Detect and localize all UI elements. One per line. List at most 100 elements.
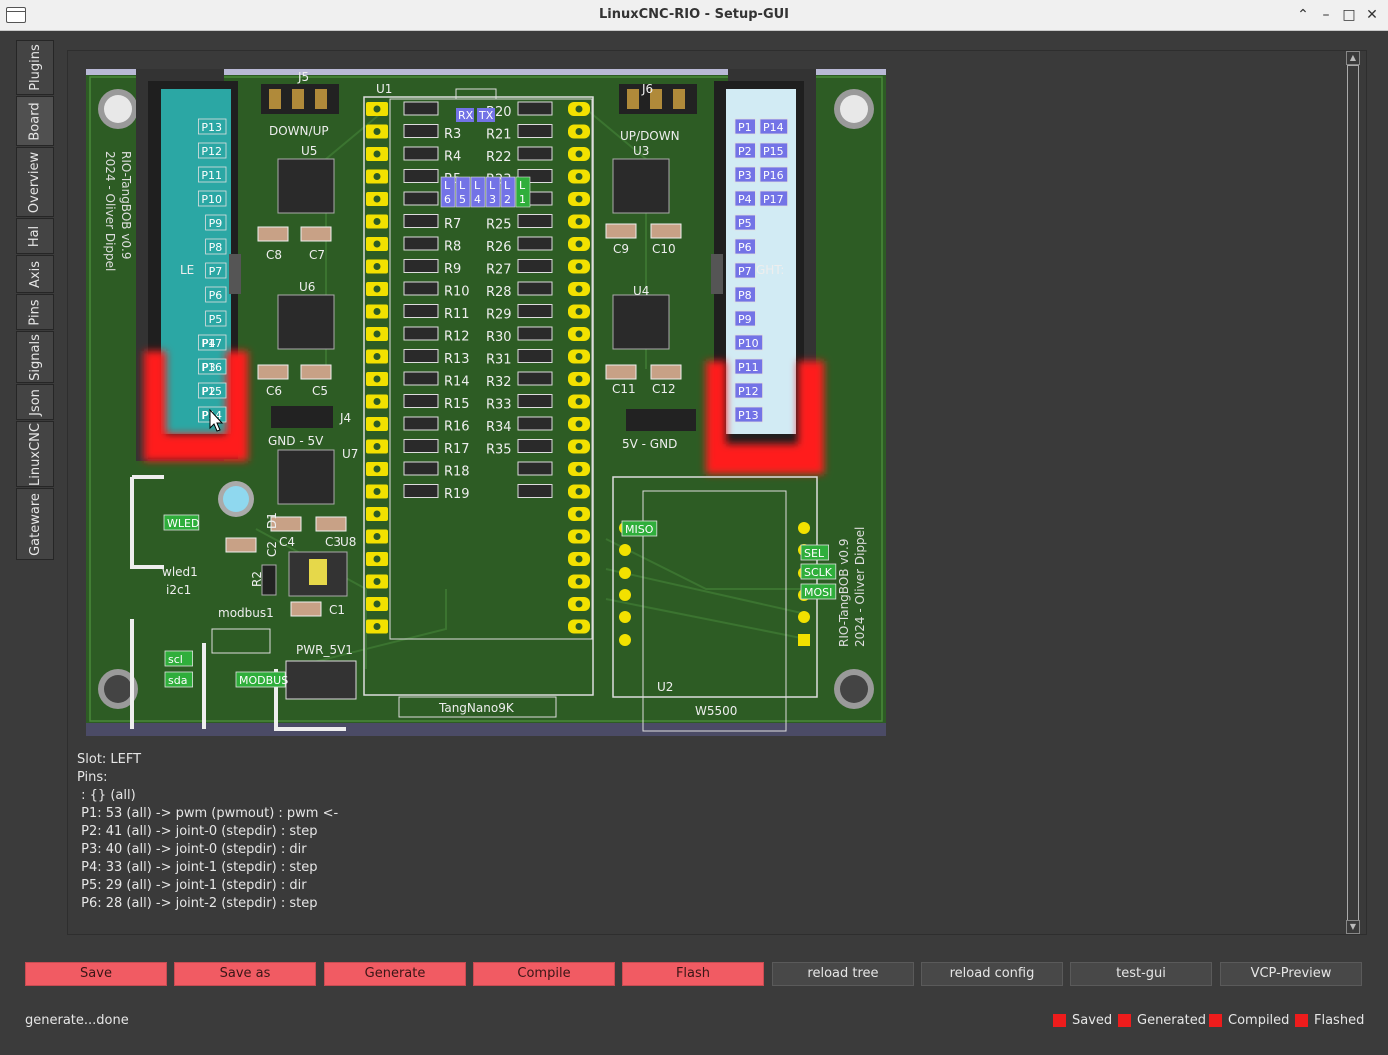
right-slot-pin-label[interactable]: P13 — [734, 406, 764, 423]
vcp-preview-button[interactable]: VCP-Preview — [1220, 962, 1362, 986]
connector-pin-label[interactable]: WLED — [163, 514, 199, 531]
right-slot-pin-label[interactable]: P11 — [734, 358, 764, 375]
svg-text:R2: R2 — [250, 571, 264, 587]
led-pin-label[interactable]: L6 — [440, 176, 456, 208]
scroll-up-icon[interactable]: ▲ — [1346, 51, 1360, 65]
left-slot-pin-label[interactable]: P16 — [198, 358, 227, 375]
left-slot-pin-label[interactable]: P15 — [198, 382, 227, 399]
right-slot-pin-label[interactable]: P15 — [759, 142, 789, 159]
svg-text:P16: P16 — [201, 361, 222, 374]
tab-signals[interactable]: Signals — [16, 331, 54, 383]
tab-axis[interactable]: Axis — [16, 255, 54, 293]
tab-gateware[interactable]: Gateware — [16, 488, 54, 560]
led-pin-label[interactable]: L3 — [485, 176, 501, 208]
led-pin-label[interactable]: L4 — [470, 176, 486, 208]
resistor-label: R28 — [486, 285, 512, 300]
compiled-status-icon — [1209, 1014, 1222, 1027]
right-slot-pin-label[interactable]: P10 — [734, 334, 764, 351]
resistor-label: R22 — [486, 150, 512, 165]
left-slot-pin-label[interactable]: P10 — [198, 190, 227, 207]
tab-json[interactable]: Json — [16, 384, 54, 420]
svg-text:W5500: W5500 — [695, 704, 737, 718]
tab-overview[interactable]: Overview — [16, 147, 54, 217]
tab-pins[interactable]: Pins — [16, 294, 54, 330]
scroll-handle[interactable] — [1347, 65, 1359, 921]
resistor-label: R21 — [486, 128, 512, 143]
connector-pin-label[interactable]: sda — [164, 671, 194, 688]
svg-text:U6: U6 — [299, 280, 315, 294]
svg-text:scl: scl — [168, 653, 183, 666]
pins-header: Pins: — [77, 770, 108, 785]
svg-text:L: L — [504, 179, 511, 192]
board-credit-left: RIO-TangBOB v0.9 — [119, 151, 133, 260]
right-slot-pin-label[interactable]: P6 — [734, 238, 756, 255]
right-slot-pin-label[interactable]: P7 — [734, 262, 756, 279]
resistor-label: R11 — [444, 307, 470, 322]
svg-text:P14: P14 — [763, 121, 784, 134]
right-slot-pin-label[interactable]: P2 — [734, 142, 756, 159]
svg-text:sda: sda — [168, 674, 187, 687]
ethernet-pin-label[interactable]: MISO — [621, 520, 658, 537]
right-slot-pin-label[interactable]: P4 — [734, 190, 756, 207]
right-slot-pin-label[interactable]: P16 — [759, 166, 789, 183]
maximize-icon[interactable]: □ — [1342, 7, 1356, 23]
flash-button[interactable]: Flash — [622, 962, 764, 986]
test-gui-button[interactable]: test-gui — [1070, 962, 1212, 986]
left-slot-pin-label[interactable]: P12 — [198, 142, 227, 159]
right-slot-pin-label[interactable]: P9 — [734, 310, 756, 327]
reload-tree-button[interactable]: reload tree — [772, 962, 914, 986]
minimize-icon[interactable]: – — [1322, 7, 1330, 23]
ethernet-pin-label[interactable]: SEL — [800, 544, 830, 561]
scroll-down-icon[interactable]: ▼ — [1346, 920, 1360, 934]
svg-text:P5: P5 — [738, 217, 752, 230]
svg-text:P15: P15 — [763, 145, 784, 158]
slot-line: Slot: LEFT — [77, 752, 142, 767]
connector-pin-label[interactable]: scl — [164, 650, 194, 667]
resistor-label: R17 — [444, 442, 470, 457]
resistor-label: R3 — [444, 127, 461, 142]
svg-text:P9: P9 — [738, 313, 752, 326]
tab-plugins[interactable]: Plugins — [16, 40, 54, 95]
tab-board[interactable]: Board — [16, 96, 54, 146]
tab-linuxcnc[interactable]: LinuxCNC — [16, 421, 54, 487]
right-slot-pin-label[interactable]: P8 — [734, 286, 756, 303]
right-slot-pin-label[interactable]: P5 — [734, 214, 756, 231]
right-slot-pin-label[interactable]: P1 — [734, 118, 756, 135]
left-slot-pin-label[interactable]: P5 — [205, 310, 227, 327]
tab-hal[interactable]: Hal — [16, 218, 54, 254]
header-j6: J6 UP/DOWN — [619, 82, 697, 143]
left-slot-pin-label[interactable]: P9 — [205, 214, 227, 231]
right-slot-pin-label[interactable]: P14 — [759, 118, 789, 135]
save-button[interactable]: Save — [25, 962, 167, 986]
left-slot-pin-label[interactable]: P17 — [198, 334, 227, 351]
led-pin-label[interactable]: L2 — [500, 176, 516, 208]
svg-text:P7: P7 — [738, 265, 752, 278]
left-slot-pin-label[interactable]: P8 — [205, 238, 227, 255]
board-image[interactable]: RIO-TangBOB v0.9 2024 - Oliver Dippel RI… — [86, 69, 886, 736]
compile-button[interactable]: Compile — [473, 962, 615, 986]
ethernet-pin-label[interactable]: MOSI — [800, 583, 837, 600]
left-slot-pin-label[interactable]: P13 — [198, 118, 227, 135]
resistor-label: R8 — [444, 240, 461, 255]
header-j5: J5 DOWN/UP — [261, 70, 339, 138]
right-slot-pin-label[interactable]: P3 — [734, 166, 756, 183]
save-as-button[interactable]: Save as — [174, 962, 316, 986]
led-pin-label[interactable]: L5 — [455, 176, 471, 208]
ethernet-pin-label[interactable]: SCLK — [800, 563, 837, 580]
svg-text:P12: P12 — [201, 145, 222, 158]
connector-pin-label[interactable]: MODBUS — [235, 671, 288, 688]
led-pin-label[interactable]: L1 — [515, 176, 531, 208]
left-slot-pin-label[interactable]: P7 — [205, 262, 227, 279]
vertical-scrollbar[interactable]: ▲ ▼ — [1346, 51, 1360, 934]
right-slot-pin-label[interactable]: P12 — [734, 382, 764, 399]
svg-text:P9: P9 — [209, 217, 223, 230]
keep-above-icon[interactable]: ⌃ — [1297, 7, 1309, 23]
left-slot-pin-label[interactable]: P6 — [205, 286, 227, 303]
svg-text:U8: U8 — [340, 535, 356, 549]
reload-config-button[interactable]: reload config — [921, 962, 1063, 986]
close-icon[interactable]: ✕ — [1366, 7, 1378, 23]
generate-button[interactable]: Generate — [324, 962, 466, 986]
svg-text:U4: U4 — [633, 284, 649, 298]
left-slot-pin-label[interactable]: P11 — [198, 166, 227, 183]
right-slot-pin-label[interactable]: P17 — [759, 190, 789, 207]
